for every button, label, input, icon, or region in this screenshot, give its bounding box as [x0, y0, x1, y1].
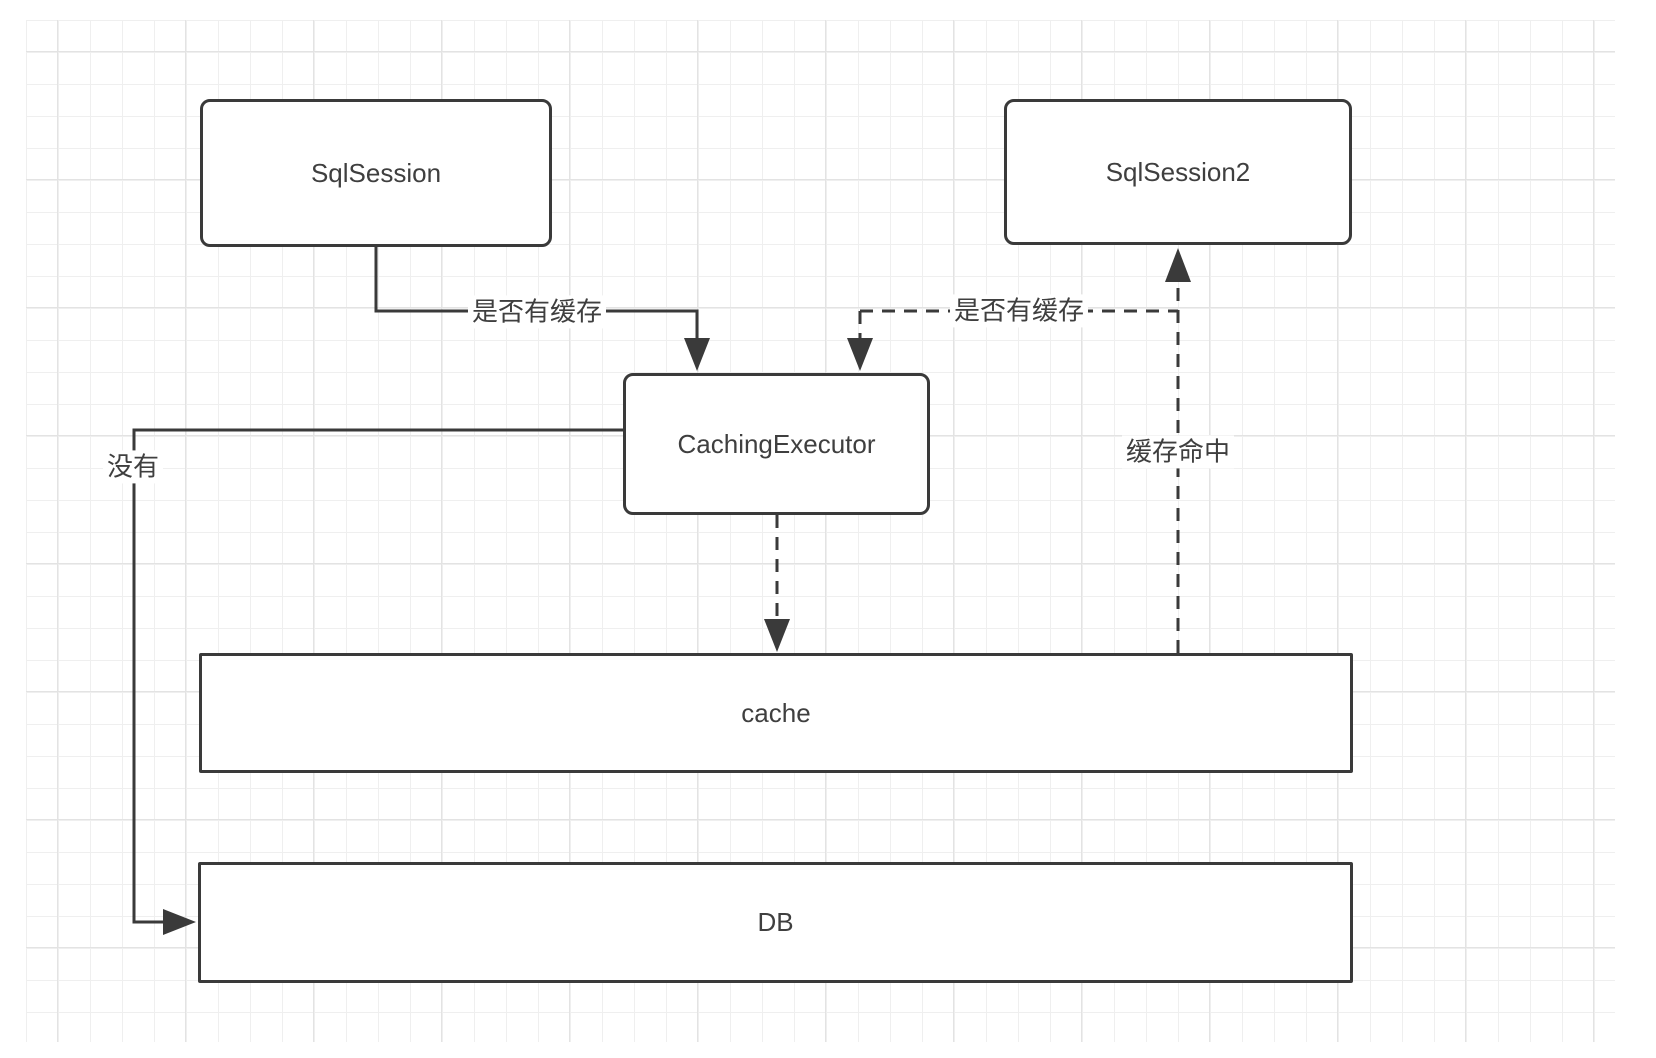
arrowhead-up-into-sqlsession2 — [1165, 248, 1191, 282]
node-sqlsession: SqlSession — [200, 99, 552, 247]
node-db-label: DB — [757, 907, 794, 937]
edge-label-no-cache: 没有 — [102, 450, 164, 484]
node-db: DB — [198, 862, 1353, 983]
arrowhead-down-solid — [684, 338, 710, 371]
edge-label-check-cache-right: 是否有缓存 — [949, 294, 1089, 328]
arrowhead-down-into-cache — [764, 619, 790, 652]
arrowhead-down-dashed — [847, 338, 873, 371]
connector-cachingexecutor-to-db — [132, 428, 623, 924]
edge-label-cache-hit: 缓存命中 — [1121, 435, 1235, 469]
node-sqlsession2: SqlSession2 — [1004, 99, 1352, 245]
node-cache: cache — [199, 653, 1353, 773]
node-sqlsession-label: SqlSession — [310, 157, 442, 188]
edge-label-check-cache-left: 是否有缓存 — [467, 295, 607, 329]
node-cachingexecutor-label: CachingExecutor — [677, 428, 876, 459]
node-sqlsession2-label: SqlSession2 — [1105, 156, 1251, 187]
node-cache-label: cache — [741, 697, 811, 728]
arrowhead-right-into-db — [163, 909, 196, 935]
node-cachingexecutor: CachingExecutor — [623, 373, 930, 515]
